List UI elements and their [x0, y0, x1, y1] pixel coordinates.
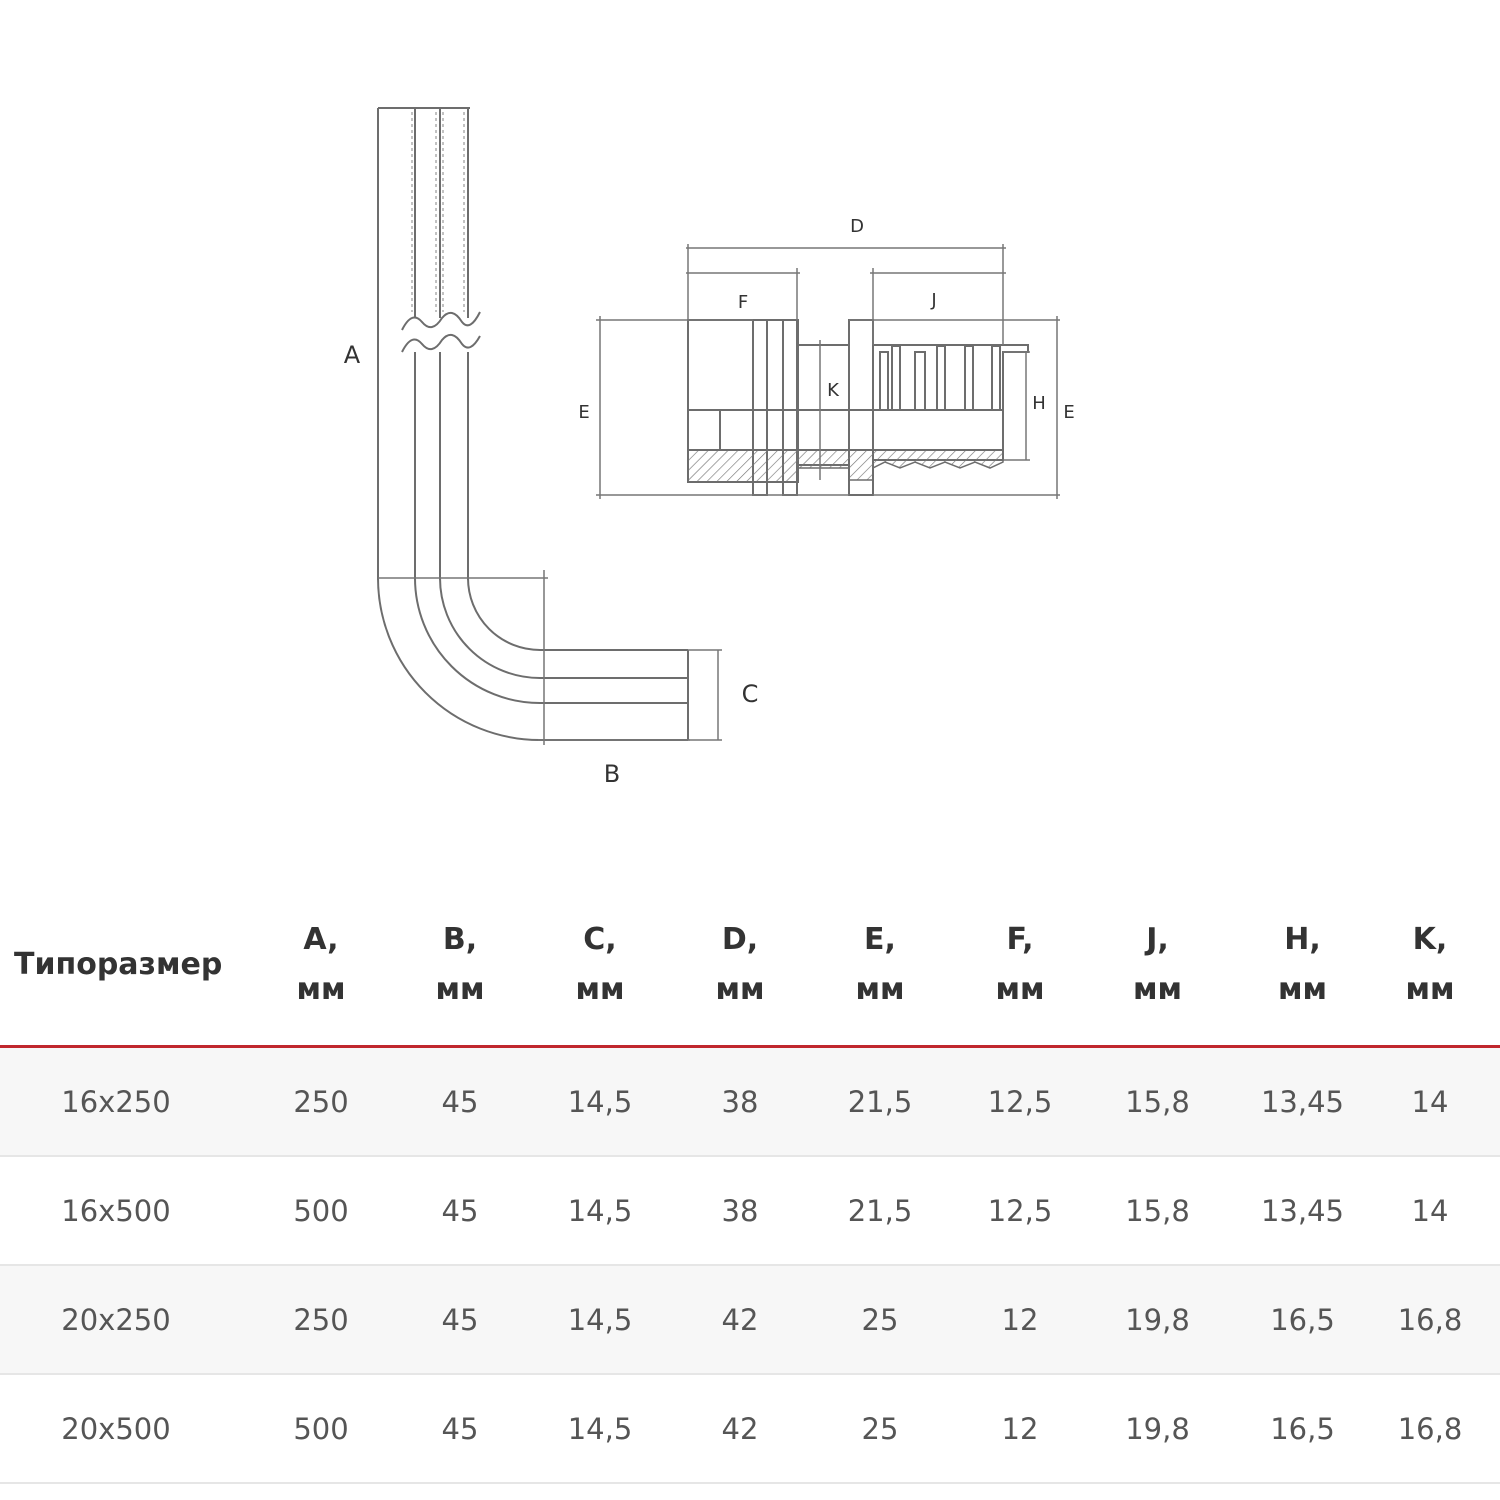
- label-D: D: [850, 216, 864, 237]
- cell-k: 16,8: [1360, 1374, 1500, 1484]
- technical-drawing: A B C: [344, 107, 1075, 788]
- cell-j: 19,8: [1070, 1374, 1245, 1484]
- label-K: K: [827, 380, 840, 401]
- cell-b: 45: [410, 1156, 510, 1266]
- header-b: B,мм: [410, 885, 510, 1048]
- table-row: 16x250 250 45 14,5 38 21,5 12,5 15,8 13,…: [0, 1046, 1500, 1157]
- cell-e: 21,5: [790, 1156, 970, 1266]
- cell-c: 14,5: [510, 1374, 690, 1484]
- cell-k: 16,8: [1360, 1265, 1500, 1375]
- cell-size: 20x250: [0, 1265, 232, 1375]
- header-j: J,мм: [1070, 885, 1245, 1048]
- header-size: Типоразмер: [0, 885, 232, 1048]
- cell-a: 500: [232, 1374, 410, 1484]
- label-B: B: [604, 760, 620, 788]
- label-C: C: [742, 680, 759, 708]
- dimensions-table: Типоразмер A,мм B,мм C,мм D,мм E,мм F,мм…: [0, 885, 1500, 1484]
- header-d: D,мм: [690, 885, 790, 1048]
- cell-h: 13,45: [1245, 1156, 1360, 1266]
- table-row: 20x250 250 45 14,5 42 25 12 19,8 16,5 16…: [0, 1265, 1500, 1375]
- cell-f: 12,5: [970, 1156, 1070, 1266]
- table-header-row: Типоразмер A,мм B,мм C,мм D,мм E,мм F,мм…: [0, 885, 1500, 1048]
- elbow-dimension-lines: [378, 570, 722, 745]
- cell-h: 13,45: [1245, 1046, 1360, 1157]
- cell-d: 38: [690, 1046, 790, 1157]
- header-a: A,мм: [232, 885, 410, 1048]
- header-c: C,мм: [510, 885, 690, 1048]
- cell-b: 45: [410, 1374, 510, 1484]
- cell-f: 12,5: [970, 1046, 1070, 1157]
- header-e: E,мм: [790, 885, 970, 1048]
- cell-c: 14,5: [510, 1265, 690, 1375]
- cell-e: 21,5: [790, 1046, 970, 1157]
- cell-e: 25: [790, 1374, 970, 1484]
- cell-b: 45: [410, 1265, 510, 1375]
- cell-h: 16,5: [1245, 1265, 1360, 1375]
- fitting-dimension-lines: [596, 244, 1060, 499]
- table-row: 16x500 500 45 14,5 38 21,5 12,5 15,8 13,…: [0, 1156, 1500, 1266]
- header-k: K,мм: [1360, 885, 1500, 1048]
- cell-d: 42: [690, 1374, 790, 1484]
- cell-j: 19,8: [1070, 1265, 1245, 1375]
- label-F: F: [738, 292, 748, 313]
- cell-a: 500: [232, 1156, 410, 1266]
- cell-a: 250: [232, 1265, 410, 1375]
- label-E-right: E: [1063, 402, 1074, 423]
- cell-f: 12: [970, 1374, 1070, 1484]
- label-J: J: [930, 290, 936, 311]
- cell-size: 16x500: [0, 1156, 232, 1266]
- cell-k: 14: [1360, 1046, 1500, 1157]
- cell-f: 12: [970, 1265, 1070, 1375]
- cell-b: 45: [410, 1046, 510, 1157]
- label-A: A: [344, 341, 361, 369]
- fitting-section-hatch: [687, 449, 1004, 483]
- cell-c: 14,5: [510, 1156, 690, 1266]
- cell-size: 16x250: [0, 1046, 232, 1157]
- cell-e: 25: [790, 1265, 970, 1375]
- cell-j: 15,8: [1070, 1046, 1245, 1157]
- cell-a: 250: [232, 1046, 410, 1157]
- cell-c: 14,5: [510, 1046, 690, 1157]
- elbow-pipe-drawing: [377, 107, 689, 741]
- header-f: F,мм: [970, 885, 1070, 1048]
- label-E-left: E: [578, 402, 589, 423]
- header-h: H,мм: [1245, 885, 1360, 1048]
- cell-j: 15,8: [1070, 1156, 1245, 1266]
- cell-d: 38: [690, 1156, 790, 1266]
- cell-size: 20x500: [0, 1374, 232, 1484]
- table-row: 20x500 500 45 14,5 42 25 12 19,8 16,5 16…: [0, 1374, 1500, 1484]
- cell-k: 14: [1360, 1156, 1500, 1266]
- cell-d: 42: [690, 1265, 790, 1375]
- cell-h: 16,5: [1245, 1374, 1360, 1484]
- label-H: H: [1032, 393, 1046, 414]
